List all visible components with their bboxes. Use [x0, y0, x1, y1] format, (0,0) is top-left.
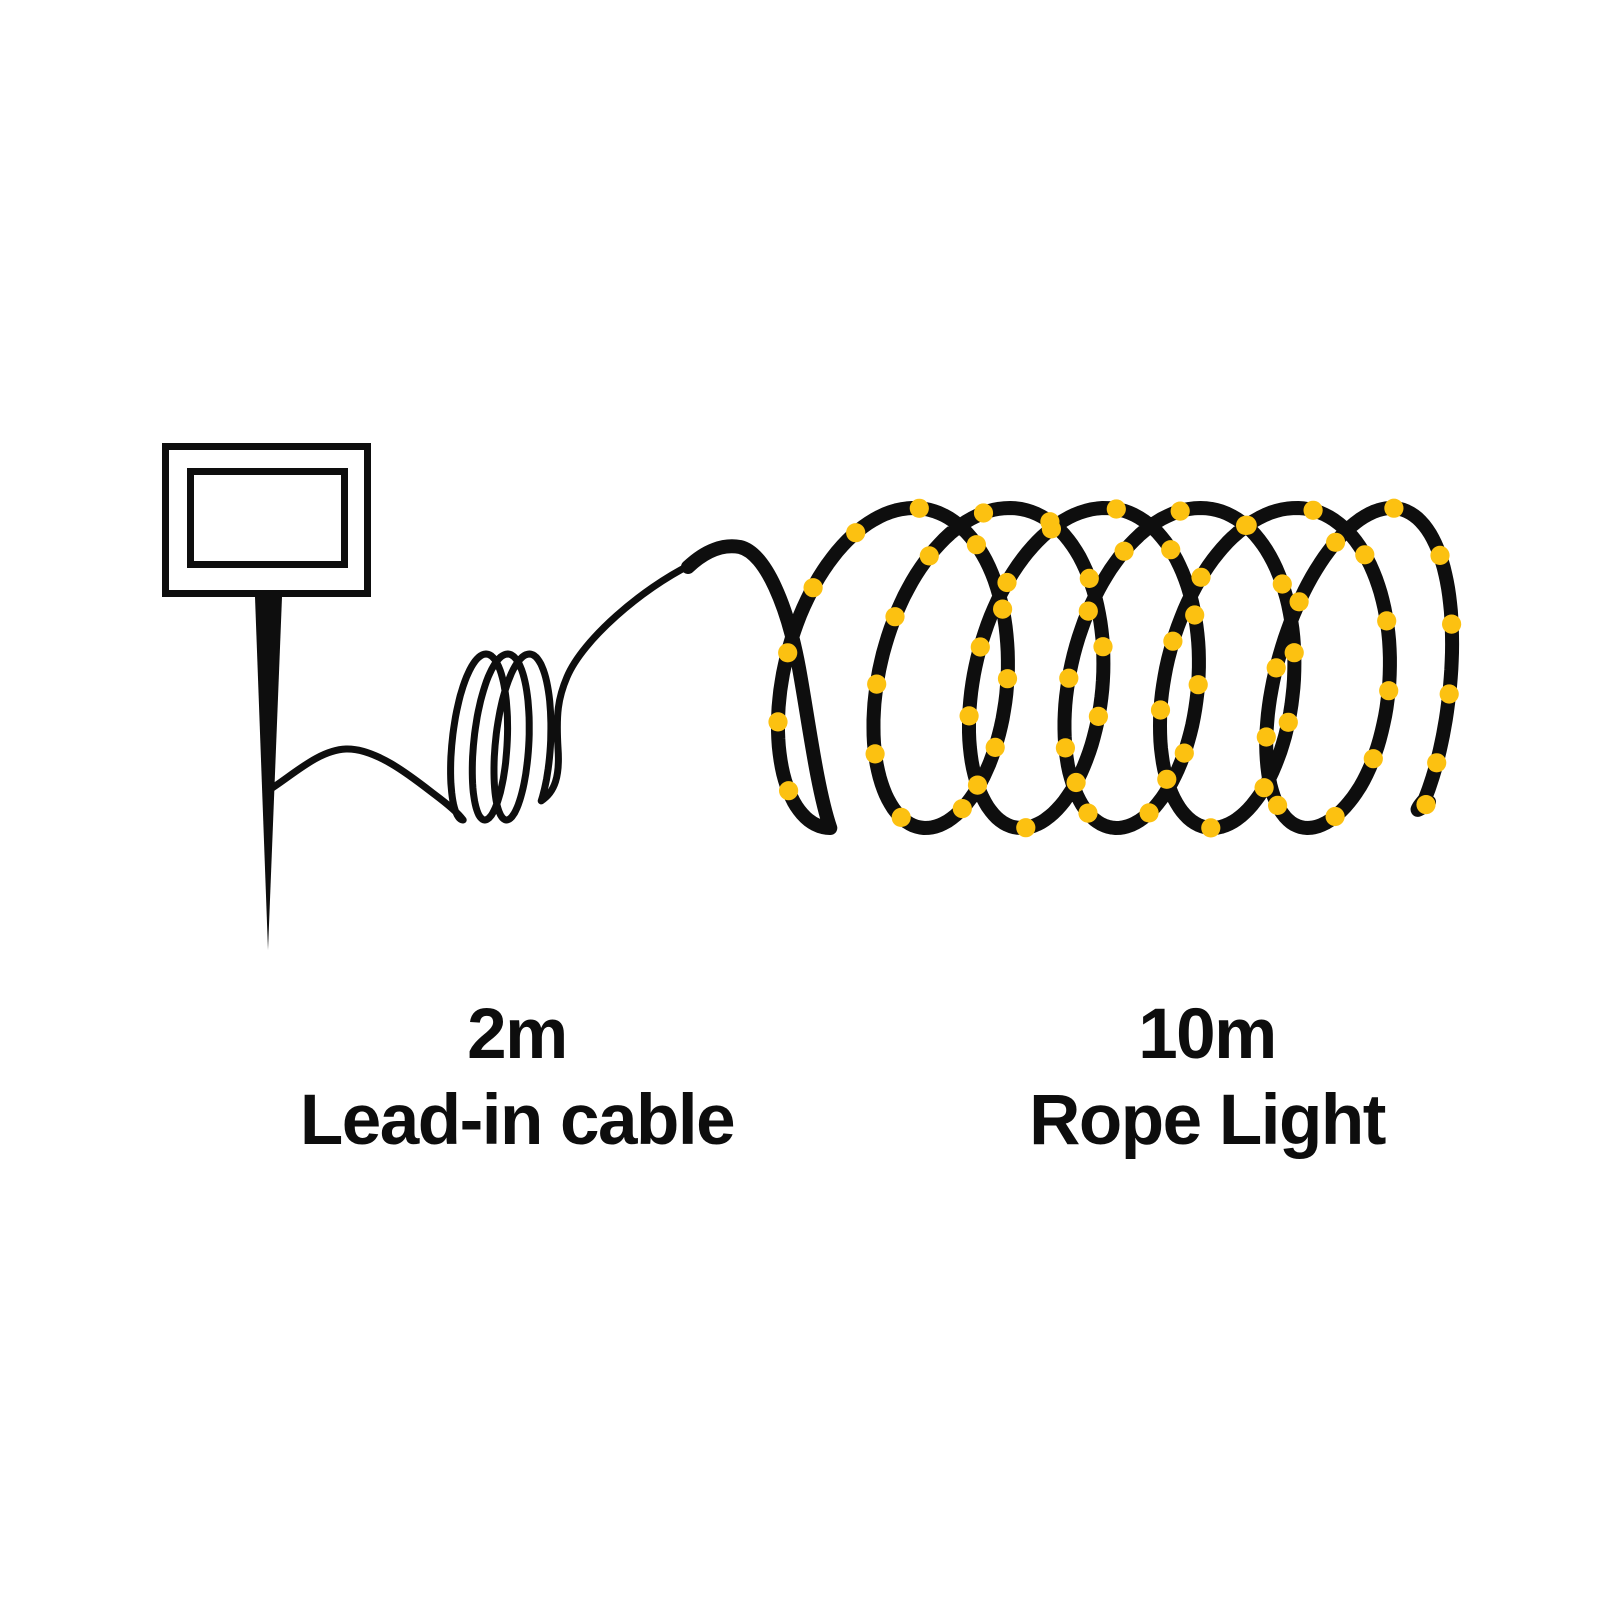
led-dot — [885, 607, 905, 627]
led-dot — [1041, 519, 1061, 539]
led-dot — [1326, 532, 1346, 552]
led-dot — [1201, 818, 1221, 838]
led-dot — [1157, 769, 1177, 789]
lead-in-cable-label: 2m Lead-in cable — [299, 992, 736, 1164]
led-dot — [1430, 545, 1450, 566]
led-dot — [1016, 818, 1036, 838]
led-dot — [1442, 614, 1462, 634]
led-dot — [1377, 611, 1397, 631]
led-dot — [1114, 541, 1134, 561]
led-dot — [1174, 743, 1194, 763]
led-dot — [1188, 675, 1208, 695]
led-dot — [1427, 753, 1447, 773]
led-dot — [1078, 601, 1098, 621]
solar-panel-frame — [162, 443, 371, 597]
led-dot — [1237, 515, 1257, 535]
led-dot — [778, 643, 798, 663]
led-dot — [1093, 637, 1113, 657]
led-dot — [891, 807, 911, 828]
lead-in-name: Lead-in cable — [299, 1081, 736, 1160]
led-dot — [1170, 501, 1190, 521]
led-dot — [867, 674, 887, 694]
led-dot — [1384, 498, 1404, 518]
led-dot — [1066, 772, 1086, 793]
led-dot — [803, 578, 823, 598]
lead-in-length: 2m — [467, 995, 568, 1074]
led-dot — [1139, 803, 1159, 823]
led-dot — [1268, 795, 1288, 816]
led-dot — [1088, 706, 1108, 727]
led-dot — [846, 523, 866, 543]
ground-stake — [255, 597, 282, 950]
led-dot — [997, 669, 1018, 689]
led-dot — [1439, 684, 1459, 704]
led-dot — [1289, 592, 1309, 612]
rope-light-label: 10m Rope Light — [1029, 992, 1386, 1164]
led-dot — [1272, 574, 1292, 594]
led-dot — [1266, 658, 1286, 678]
led-dot — [985, 737, 1005, 758]
led-dot — [1106, 499, 1126, 519]
led-dot — [1416, 795, 1436, 815]
led-dot — [959, 706, 979, 726]
led-dot — [779, 781, 799, 801]
led-dot — [967, 775, 988, 795]
led-dot — [1163, 631, 1183, 651]
led-dot — [1303, 500, 1323, 520]
led-dot — [1363, 749, 1383, 769]
led-dot — [970, 637, 990, 657]
led-dot — [1161, 540, 1181, 560]
led-dot — [1325, 806, 1345, 827]
led-dot — [1059, 668, 1079, 688]
led-dots — [768, 498, 1462, 838]
lead-in-cable — [262, 561, 694, 824]
solar-panel-cell — [187, 468, 348, 568]
led-dot — [952, 799, 972, 819]
led-dot — [1078, 803, 1098, 823]
led-dot — [1284, 643, 1304, 663]
led-dot — [993, 599, 1013, 619]
led-dot — [768, 712, 788, 732]
led-dot — [919, 546, 939, 566]
rope-light-name: Rope Light — [1029, 1081, 1386, 1160]
led-dot — [966, 535, 987, 555]
led-dot — [1256, 727, 1276, 747]
led-dot — [1379, 681, 1399, 701]
led-dot — [1079, 568, 1099, 589]
led-dot — [1191, 567, 1211, 587]
rope-light-length: 10m — [1138, 995, 1277, 1074]
solar-panel — [162, 443, 371, 950]
led-dot — [973, 503, 994, 523]
led-dot — [865, 744, 885, 764]
led-dot — [1254, 778, 1274, 798]
led-dot — [1278, 712, 1298, 732]
led-dot — [1185, 605, 1205, 625]
led-dot — [1055, 738, 1075, 758]
led-dot — [997, 572, 1017, 593]
led-dot — [1355, 545, 1375, 565]
led-dot — [1150, 700, 1171, 720]
led-dot — [909, 498, 929, 518]
